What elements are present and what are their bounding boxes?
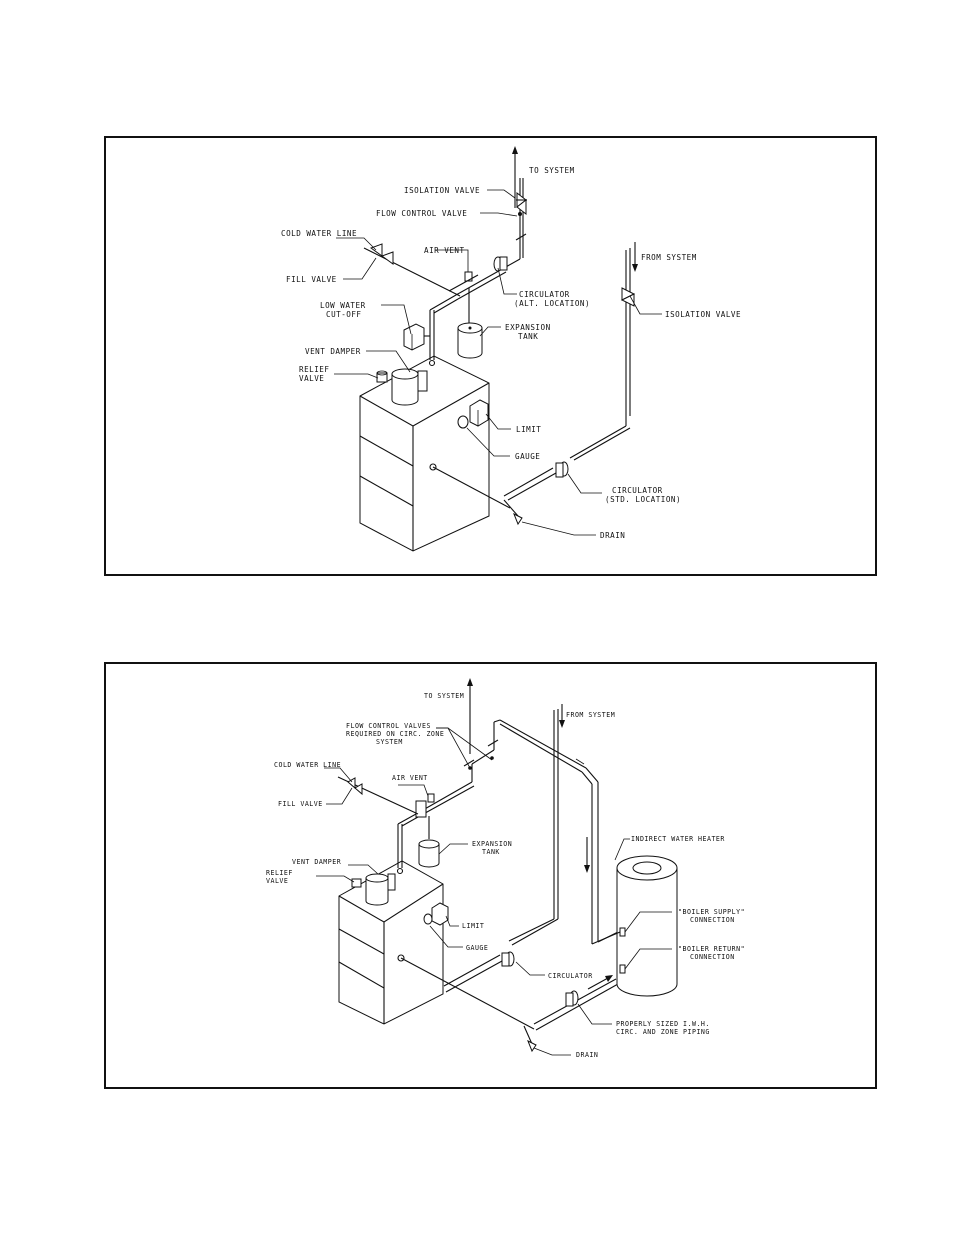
label-gauge: GAUGE xyxy=(466,944,488,952)
vent-damper xyxy=(365,873,396,906)
label-relief: RELIEF xyxy=(266,869,293,877)
supply-piping xyxy=(428,146,524,367)
circulator-alt xyxy=(493,256,508,272)
label-limit: LIMIT xyxy=(462,922,484,930)
label-tank: TANK xyxy=(518,332,538,341)
diagram-1-drawing: TO SYSTEM ISOLATION VALVE FLOW CONTROL V… xyxy=(281,146,741,552)
relief-valve xyxy=(376,370,388,383)
fill-valve-symbol xyxy=(369,243,394,265)
label-cold-water-line: COLD WATER LINE xyxy=(281,229,357,238)
label-flow-control-valves: FLOW CONTROL VALVES xyxy=(346,722,431,730)
label-flow-control-valve: FLOW CONTROL VALVE xyxy=(376,209,467,218)
gauge xyxy=(423,913,433,925)
label-expansion: EXPANSION xyxy=(472,840,512,848)
label-fill-valve: FILL VALVE xyxy=(286,275,337,284)
flow-control-valves xyxy=(463,739,499,770)
return-piping xyxy=(443,704,565,993)
expansion-tank xyxy=(418,816,440,868)
label-isolation-valve-right: ISOLATION VALVE xyxy=(665,310,741,319)
air-vent xyxy=(448,271,479,292)
label-isolation-valve-top: ISOLATION VALVE xyxy=(404,186,480,195)
gauge xyxy=(457,415,469,429)
label-to-system: TO SYSTEM xyxy=(529,166,575,175)
label-flow-control-valves-2: REQUIRED ON CIRC. ZONE xyxy=(346,730,444,738)
label-cut-off: CUT-OFF xyxy=(326,310,362,319)
boiler xyxy=(338,860,444,1025)
label-circulator-alt-location: (ALT. LOCATION) xyxy=(514,299,590,308)
limit-control xyxy=(431,902,449,926)
label-fill-valve: FILL VALVE xyxy=(278,800,323,808)
label-boiler-supply-connection: CONNECTION xyxy=(690,916,735,924)
label-circulator-std: CIRCULATOR xyxy=(612,486,663,495)
label-boiler-return: "BOILER RETURN" xyxy=(678,945,745,953)
label-from-system: FROM SYSTEM xyxy=(566,711,615,719)
label-properly-sized: PROPERLY SIZED I.W.H. xyxy=(616,1020,710,1028)
leader-lines xyxy=(316,727,672,1056)
relief-valve xyxy=(351,878,362,888)
cold-water-line xyxy=(363,243,461,297)
label-from-system: FROM SYSTEM xyxy=(641,253,697,262)
label-gauge: GAUGE xyxy=(515,452,540,461)
low-water-cutoff xyxy=(403,323,430,351)
label-properly-sized-2: CIRC. AND ZONE PIPING xyxy=(616,1028,710,1036)
label-indirect-water-heater: INDIRECT WATER HEATER xyxy=(631,835,725,843)
leader-lines xyxy=(334,189,662,536)
label-boiler-return-connection: CONNECTION xyxy=(690,953,735,961)
label-to-system: TO SYSTEM xyxy=(424,692,464,700)
label-air-vent: AIR VENT xyxy=(392,774,428,782)
expansion-tank xyxy=(457,288,483,359)
label-drain: DRAIN xyxy=(576,1051,598,1059)
label-circulator-alt: CIRCULATOR xyxy=(519,290,570,299)
vent-damper xyxy=(391,368,428,406)
diagram-2-drawing: TO SYSTEM FROM SYSTEM FLOW CONTROL VALVE… xyxy=(266,678,745,1059)
label-flow-control-valves-3: SYSTEM xyxy=(376,738,403,746)
label-low-water: LOW WATER xyxy=(320,301,366,310)
label-vent-damper: VENT DAMPER xyxy=(292,858,341,866)
cold-water-line xyxy=(337,776,419,815)
label-boiler-supply: "BOILER SUPPLY" xyxy=(678,908,745,916)
label-valve: VALVE xyxy=(266,877,288,885)
label-drain: DRAIN xyxy=(600,531,625,540)
indirect-water-heater xyxy=(591,855,678,997)
label-circulator-std-location: (STD. LOCATION) xyxy=(605,495,681,504)
label-vent-damper: VENT DAMPER xyxy=(305,347,361,356)
label-limit: LIMIT xyxy=(516,425,541,434)
boiler xyxy=(359,355,490,552)
label-valve: VALVE xyxy=(299,374,324,383)
diagram-indirect-water-heater-piping: TO SYSTEM FROM SYSTEM FLOW CONTROL VALVE… xyxy=(104,662,877,1089)
diagram-near-boiler-piping: TO SYSTEM ISOLATION VALVE FLOW CONTROL V… xyxy=(104,136,877,576)
limit-control xyxy=(469,399,489,427)
label-cold-water-line: COLD WATER LINE xyxy=(274,761,341,769)
air-vent xyxy=(415,793,435,818)
iwh-return-piping xyxy=(400,957,622,1053)
label-circulator: CIRCULATOR xyxy=(548,972,593,980)
label-tank: TANK xyxy=(482,848,500,856)
label-relief: RELIEF xyxy=(299,365,329,374)
top-valves xyxy=(515,191,527,241)
label-expansion: EXPANSION xyxy=(505,323,551,332)
label-air-vent: AIR VENT xyxy=(424,246,465,255)
